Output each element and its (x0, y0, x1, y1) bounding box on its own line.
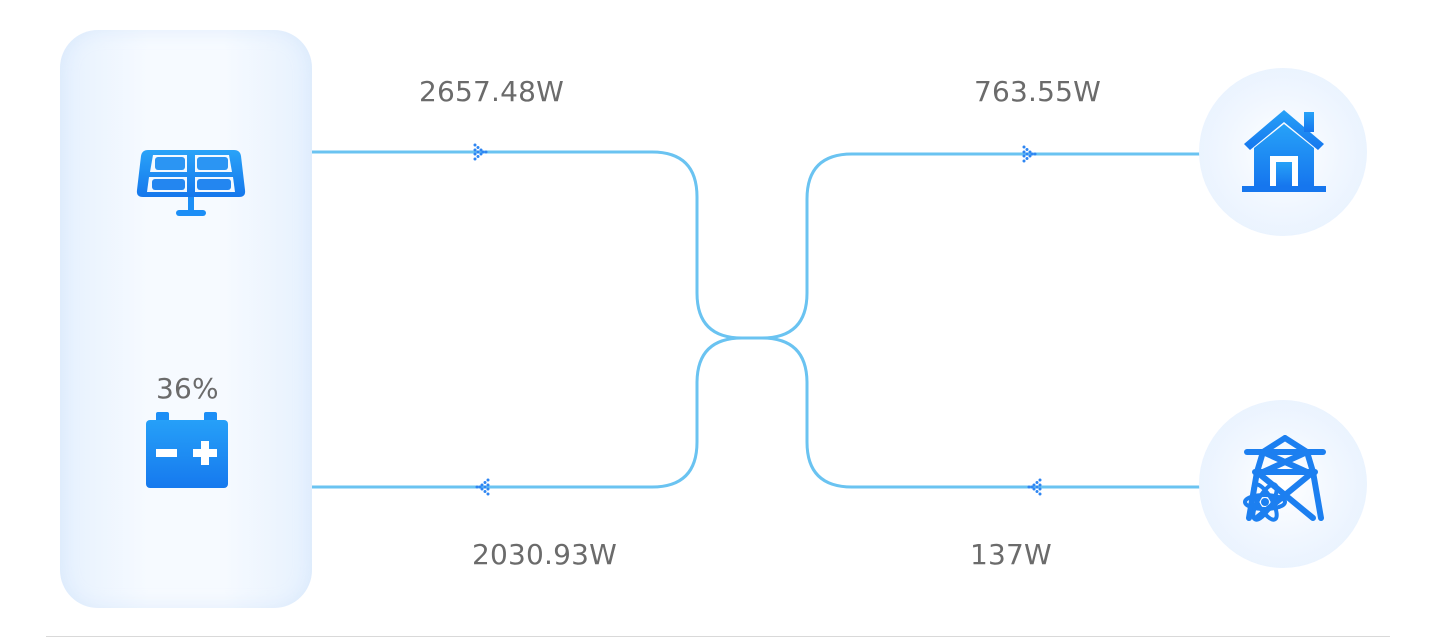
house-icon (1242, 108, 1326, 192)
bottom-divider (46, 636, 1390, 637)
solar-panel-icon (136, 146, 246, 222)
power-tower-icon (1235, 430, 1335, 530)
grid-flow-value: 137W (970, 538, 1052, 571)
grid-node[interactable] (1199, 400, 1367, 568)
battery-flow-value: 2030.93W (472, 538, 618, 571)
source-panel (60, 30, 312, 608)
home-flow-value: 763.55W (974, 75, 1102, 108)
flow-line-battery (312, 336, 757, 489)
battery-soc-label: 36% (156, 372, 219, 405)
solar-flow-value: 2657.48W (419, 75, 565, 108)
flow-line-home (757, 152, 1200, 340)
flow-line-solar (312, 150, 757, 340)
battery-icon (146, 412, 228, 488)
flow-line-grid (757, 336, 1200, 489)
home-node[interactable] (1199, 68, 1367, 236)
